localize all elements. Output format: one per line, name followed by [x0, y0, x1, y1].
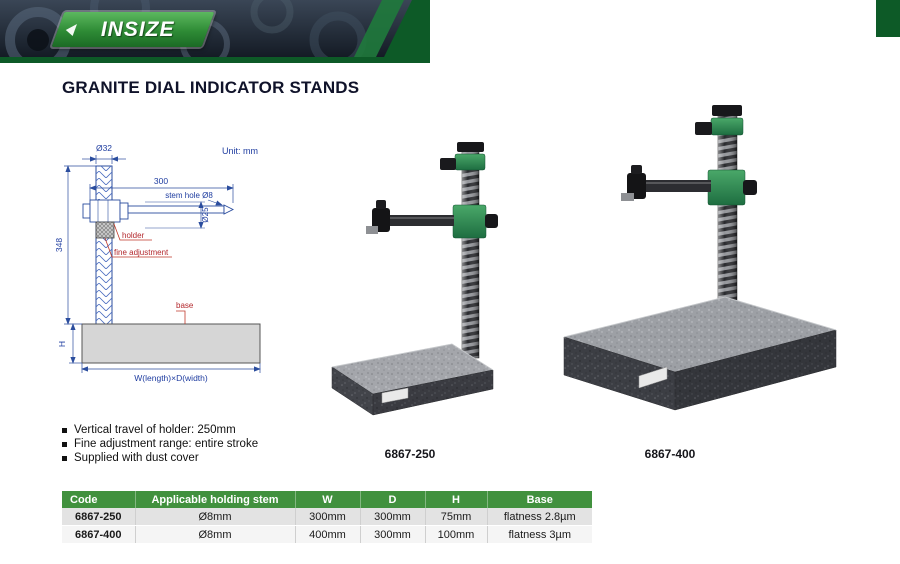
dim-h: H [57, 341, 67, 347]
cell-w: 400mm [295, 525, 361, 544]
technical-drawing: Unit: mm Ø32 348 H [50, 136, 300, 396]
cell-d: 300mm [360, 508, 426, 526]
arm-end-knob [631, 165, 642, 174]
cell-h: 75mm [425, 508, 488, 526]
cell-holding-stem: Ø8mm [135, 525, 296, 544]
drawing-spindle-tip [223, 204, 235, 215]
table-row: 6867-250 Ø8mm 300mm 300mm 75mm flatness … [62, 508, 592, 526]
cell-w: 300mm [295, 508, 361, 526]
product-code-6867-250: 6867-250 [384, 447, 436, 461]
feature-text: Vertical travel of holder: 250mm [74, 424, 236, 436]
cell-code: 6867-400 [62, 525, 136, 544]
col-header-code: Code [62, 491, 136, 508]
arm-end-knob [376, 200, 386, 209]
corner-green-block [876, 0, 900, 37]
green-chevron [354, 0, 404, 57]
side-knob [695, 122, 712, 135]
drawing-holder-knob [82, 203, 91, 219]
stem-holder [366, 226, 378, 234]
col-header-holding-stem: Applicable holding stem [135, 491, 296, 508]
dim-300: 300 [154, 176, 168, 186]
drawing-holder [89, 199, 121, 223]
col-header-d: D [360, 491, 426, 508]
stem-holder [621, 193, 634, 201]
col-header-w: W [295, 491, 361, 508]
dim-348: 348 [54, 238, 64, 252]
fine-adjustment-label: fine adjustment [114, 248, 169, 257]
unit-label: Unit: mm [222, 146, 258, 156]
cell-base: flatness 2.8µm [487, 508, 592, 526]
gear-icon [250, 0, 294, 34]
feature-item: Vertical travel of holder: 250mm [62, 424, 258, 437]
granite-base-front [674, 329, 837, 411]
base-label: base [176, 301, 194, 310]
table-row: 6867-400 Ø8mm 400mm 300mm 100mm flatness… [62, 525, 592, 544]
feature-text: Supplied with dust cover [74, 452, 199, 464]
insize-logo: INSIZE [51, 12, 215, 47]
square-bullet-icon [62, 456, 67, 461]
fine-adjust-unit [454, 153, 486, 171]
cell-base: flatness 3µm [487, 525, 592, 544]
granite-base-front [372, 369, 494, 416]
cell-holding-stem: Ø8mm [135, 508, 296, 526]
dim-dia32: Ø32 [96, 143, 112, 153]
drawing-fine-adjust-knob [95, 221, 115, 239]
horizontal-arm [388, 215, 454, 226]
clamp-knob [485, 214, 498, 228]
spec-table: Code Applicable holding stem W D H Base … [62, 491, 592, 544]
cell-d: 300mm [360, 525, 426, 544]
dim-dia25: Ø25 [201, 207, 210, 223]
arm-bracket [452, 204, 487, 239]
square-bullet-icon [62, 428, 67, 433]
top-knob [457, 142, 484, 152]
top-knob [712, 105, 742, 116]
logo-arrow-icon [63, 23, 78, 36]
clamp-knob [743, 180, 757, 195]
brand-plate [381, 387, 409, 404]
header-green-strip [0, 57, 430, 63]
product-photo-6867-250 [320, 142, 500, 442]
arm-end-clamp [627, 173, 646, 199]
drawing-base [81, 323, 261, 364]
features-list: Vertical travel of holder: 250mm Fine ad… [62, 424, 258, 466]
brand-plate [638, 366, 668, 389]
horizontal-arm [643, 180, 711, 192]
product-code-6867-400: 6867-400 [644, 447, 696, 461]
product-photo-6867-400 [553, 105, 848, 435]
side-knob [440, 158, 456, 170]
fine-adjust-unit [710, 117, 744, 136]
page-title: GRANITE DIAL INDICATOR STANDS [62, 78, 360, 97]
table-header-row: Code Applicable holding stem W D H Base [62, 491, 592, 508]
holder-label: holder [122, 231, 145, 240]
col-header-h: H [425, 491, 488, 508]
cell-h: 100mm [425, 525, 488, 544]
col-header-base: Base [487, 491, 592, 508]
footprint-label: W(length)×D(width) [134, 373, 208, 383]
feature-text: Fine adjustment range: entire stroke [74, 438, 259, 450]
square-bullet-icon [62, 442, 67, 447]
cell-code: 6867-250 [62, 508, 136, 526]
arm-bracket [707, 169, 746, 206]
stem-hole-label: stem hole Ø8 [165, 191, 213, 200]
green-band [384, 0, 430, 57]
header-machinery-photo [0, 0, 430, 73]
feature-item: Fine adjustment range: entire stroke [62, 438, 258, 451]
machinery-image [0, 0, 430, 73]
logo-text: INSIZE [101, 17, 175, 41]
feature-item: Supplied with dust cover [62, 452, 258, 465]
